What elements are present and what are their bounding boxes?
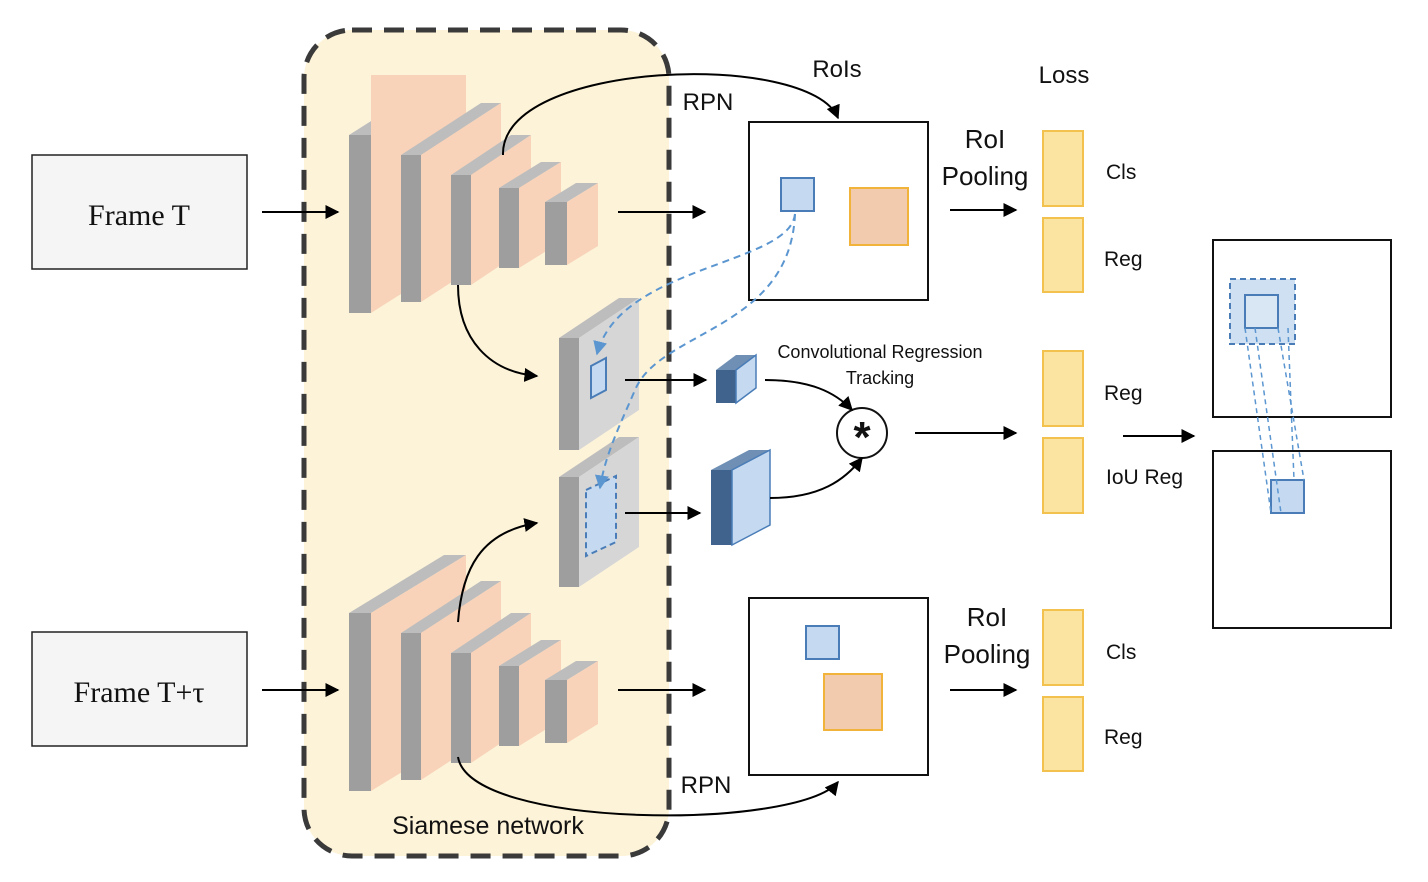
roi-pooling-bottom-line2: Pooling — [944, 639, 1031, 669]
loss-bar-top-cls — [1042, 130, 1084, 207]
loss-bar-track-reg — [1042, 350, 1084, 427]
rois-label: RoIs — [812, 56, 861, 83]
head-top-cls: Cls — [1106, 161, 1136, 184]
tracking-label-line2: Tracking — [846, 368, 914, 388]
roi-pooling-top-line2: Pooling — [942, 161, 1029, 191]
straight-arrows — [262, 203, 1196, 697]
frame-t-label: Frame T — [88, 199, 190, 232]
head-track-reg: Reg — [1104, 382, 1143, 405]
loss-bar-bottom-reg — [1042, 696, 1084, 772]
head-top-reg: Reg — [1104, 248, 1143, 271]
loss-bar-track-iou — [1042, 437, 1084, 514]
loss-label: Loss — [1039, 62, 1090, 89]
tracking-feature-upper — [559, 298, 639, 450]
frame-t-tau-box: Frame T+τ — [31, 631, 248, 747]
roi-pooling-top-line1: RoI — [965, 124, 1005, 154]
rois-top-box — [748, 121, 929, 301]
output-frame-t-tau — [1212, 450, 1392, 629]
frame-t-tau-label: Frame T+τ — [74, 676, 205, 709]
correlation-operator: * — [836, 407, 888, 462]
rois-bottom-box — [748, 597, 929, 776]
loss-bar-bottom-cls — [1042, 609, 1084, 686]
head-bottom-reg: Reg — [1104, 726, 1143, 749]
backbone-bottom — [349, 555, 598, 791]
frame-t-box: Frame T — [31, 154, 248, 270]
conv-kernel-small — [716, 353, 757, 405]
roi-pooling-bottom-line1: RoI — [967, 602, 1007, 632]
curved-arrows — [457, 73, 863, 817]
tracking-feature-lower — [559, 437, 639, 587]
tracking-label-line1: Convolutional Regression — [777, 342, 982, 362]
loss-bars — [1042, 130, 1084, 772]
box-correspondence-lines — [1244, 327, 1305, 514]
siamese-network-label: Siamese network — [392, 812, 584, 840]
head-track-iou: IoU Reg — [1106, 466, 1183, 489]
rpn-bottom-label: RPN — [681, 772, 732, 799]
output-frame-t — [1212, 239, 1392, 418]
loss-bar-top-reg — [1042, 217, 1084, 293]
backbone-top — [349, 75, 598, 313]
dashed-links — [593, 213, 796, 490]
rpn-top-label: RPN — [683, 89, 734, 116]
correlation-symbol: * — [853, 413, 871, 462]
head-bottom-cls: Cls — [1106, 641, 1136, 664]
conv-kernel-large — [711, 448, 771, 547]
